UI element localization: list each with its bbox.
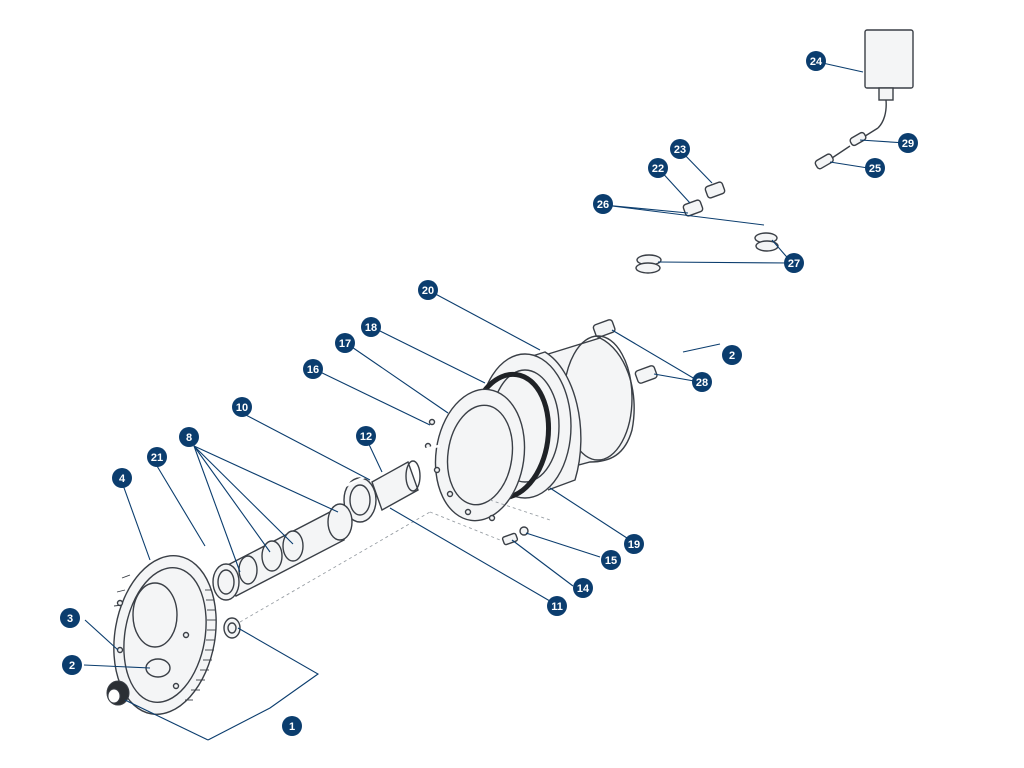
callout-10-label: 10	[236, 402, 248, 414]
callout-21-label: 21	[151, 452, 163, 464]
part-2-plug	[106, 680, 130, 706]
callout-18: 18	[361, 317, 381, 337]
part-4-front-cover	[113, 555, 217, 715]
callout-18-label: 18	[365, 322, 377, 334]
leader-lines	[83, 61, 907, 741]
callout-17-label: 17	[339, 338, 351, 350]
callout-27: 27	[784, 253, 804, 273]
callout-14-label: 14	[577, 583, 590, 595]
callout-2-lower: 2	[62, 655, 82, 675]
callout-3-label: 3	[67, 613, 73, 625]
callout-16: 16	[303, 359, 323, 379]
part-23-fitting	[704, 181, 726, 199]
part-26-hose	[625, 206, 695, 325]
callout-14: 14	[573, 578, 593, 598]
part-17-flange	[434, 388, 526, 522]
callout-29-label: 29	[902, 138, 914, 150]
callout-16-label: 16	[307, 364, 319, 376]
part-1-nut	[223, 617, 241, 639]
assembly-guide-lines	[239, 499, 551, 623]
callout-26-label: 26	[597, 199, 609, 211]
part-cable	[678, 127, 879, 354]
callout-2-lower-label: 2	[69, 660, 75, 672]
callout-20: 20	[418, 280, 438, 300]
callout-4: 4	[112, 468, 132, 488]
callout-26: 26	[593, 194, 613, 214]
callout-23-label: 23	[674, 144, 686, 156]
callout-28-label: 28	[696, 377, 708, 389]
callout-15: 15	[601, 550, 621, 570]
callout-8-label: 8	[186, 432, 192, 444]
callout-19-label: 19	[628, 539, 640, 551]
callout-27-label: 27	[788, 258, 800, 270]
callout-21: 21	[147, 447, 167, 467]
callout-19: 19	[624, 534, 644, 554]
callout-15-label: 15	[605, 555, 617, 567]
callout-2-upper: 2	[722, 345, 742, 365]
callout-29: 29	[898, 133, 918, 153]
callout-4-label: 4	[119, 473, 126, 485]
part-24-power-box	[864, 29, 914, 129]
callout-1: 1	[282, 716, 302, 736]
callout-25: 25	[865, 158, 885, 178]
part-28-fitting-upper	[592, 319, 616, 338]
part-16-bolts	[424, 418, 496, 522]
callout-25-label: 25	[869, 163, 881, 175]
part-28-fitting-lower	[634, 365, 658, 384]
callout-22-label: 22	[652, 163, 664, 175]
callout-24: 24	[806, 51, 826, 71]
callout-8: 8	[179, 427, 199, 447]
callout-23: 23	[670, 139, 690, 159]
part-22-fitting	[682, 199, 704, 217]
callout-17: 17	[335, 333, 355, 353]
callout-12: 12	[356, 426, 376, 446]
callout-28: 28	[692, 372, 712, 392]
part-12-tube	[371, 460, 421, 512]
callout-20-label: 20	[422, 285, 434, 297]
callout-3: 3	[60, 608, 80, 628]
callout-2-upper-label: 2	[729, 350, 735, 362]
callout-1-label: 1	[289, 721, 295, 733]
callout-22: 22	[648, 158, 668, 178]
callout-11: 11	[547, 596, 567, 616]
callout-24-label: 24	[810, 56, 823, 68]
part-8-sleeve	[212, 503, 353, 601]
callout-10: 10	[232, 397, 252, 417]
callout-11-label: 11	[551, 601, 563, 613]
callout-12-label: 12	[360, 431, 372, 443]
